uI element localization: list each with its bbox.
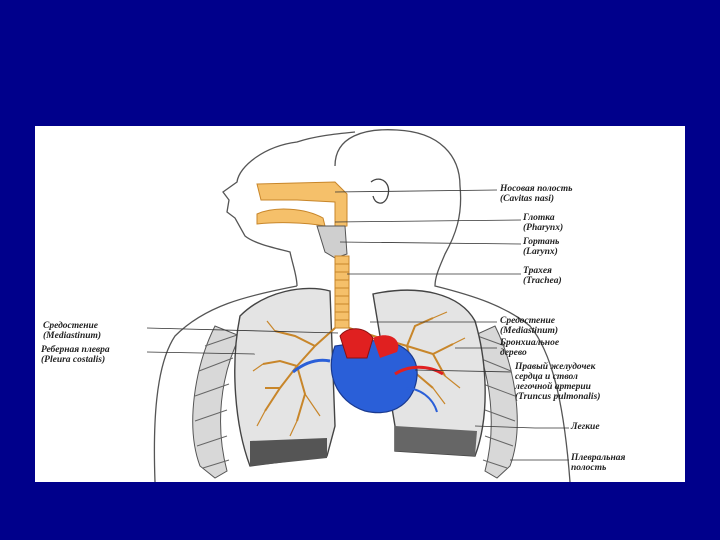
trachea <box>334 255 350 329</box>
label-lungs-ru: Легкие <box>571 422 600 432</box>
ear <box>370 178 390 204</box>
oral-cavity <box>256 208 326 227</box>
label-costal-pleura-ru: Реберная плевра <box>41 345 110 355</box>
label-bronchial-tree: Бронхиальное дерево <box>500 338 559 358</box>
label-nasal-cavity: Носовая полость (Cavitas nasi) <box>500 184 572 204</box>
label-pharynx-ru: Глотка <box>523 213 555 223</box>
label-bronchial-tree-line1: Бронхиальное <box>500 338 560 348</box>
body-outline <box>153 129 571 482</box>
label-right-ventricle: Правый желудочек сердца и ствол легочной… <box>515 362 600 402</box>
heart <box>292 328 444 414</box>
label-nasal-cavity-ru: Носовая полость <box>500 184 573 194</box>
pleural-cavity <box>250 438 327 466</box>
leader-lines <box>146 189 569 461</box>
label-mediastinum-left: Средостение (Mediastinum) <box>43 321 101 341</box>
label-trachea: Трахея (Trachea) <box>523 266 562 286</box>
label-trachea-lat: (Trachea) <box>523 276 562 286</box>
label-pleural-cavity: Плевральная полость <box>571 453 625 473</box>
label-mediastinum-left-lat: (Mediastinum) <box>43 331 102 341</box>
label-costal-pleura: Реберная плевра (Pleura costalis) <box>41 345 110 365</box>
label-right-ventricle-line3: легочной артерии <box>515 382 591 392</box>
bronchial-tree-left <box>252 320 336 437</box>
anatomy-drawing <box>146 129 571 482</box>
label-larynx: Гортань (Larynx) <box>523 237 559 257</box>
label-right-ventricle-line1: Правый желудочек <box>515 362 596 372</box>
pleural-cavity-right <box>395 426 477 456</box>
label-costal-pleura-lat: (Pleura costalis) <box>41 355 106 365</box>
label-pleural-cavity-line1: Плевральная <box>571 453 626 463</box>
label-mediastinum-left-ru: Средостение <box>43 321 99 331</box>
respiratory-system-diagram: Носовая полость (Cavitas nasi) Глотка (P… <box>35 126 685 482</box>
label-pharynx: Глотка (Pharynx) <box>523 213 563 233</box>
label-mediastinum-right: Средостение (Mediastinum) <box>500 316 558 336</box>
label-bronchial-tree-line2: дерево <box>500 348 527 358</box>
label-trachea-ru: Трахея <box>523 266 552 276</box>
label-larynx-lat: (Larynx) <box>523 247 558 257</box>
label-larynx-ru: Гортань <box>523 237 560 247</box>
label-pleural-cavity-line2: полость <box>571 463 607 473</box>
label-mediastinum-right-lat: (Mediastinum) <box>500 326 559 336</box>
label-nasal-cavity-lat: (Cavitas nasi) <box>500 194 555 204</box>
label-mediastinum-right-ru: Средостение <box>500 316 556 326</box>
label-pharynx-lat: (Pharynx) <box>523 223 564 233</box>
label-right-ventricle-line4: (Truncus pulmonalis) <box>515 392 601 402</box>
label-right-ventricle-line2: сердца и ствол <box>515 372 578 382</box>
label-lungs: Легкие <box>571 422 600 432</box>
